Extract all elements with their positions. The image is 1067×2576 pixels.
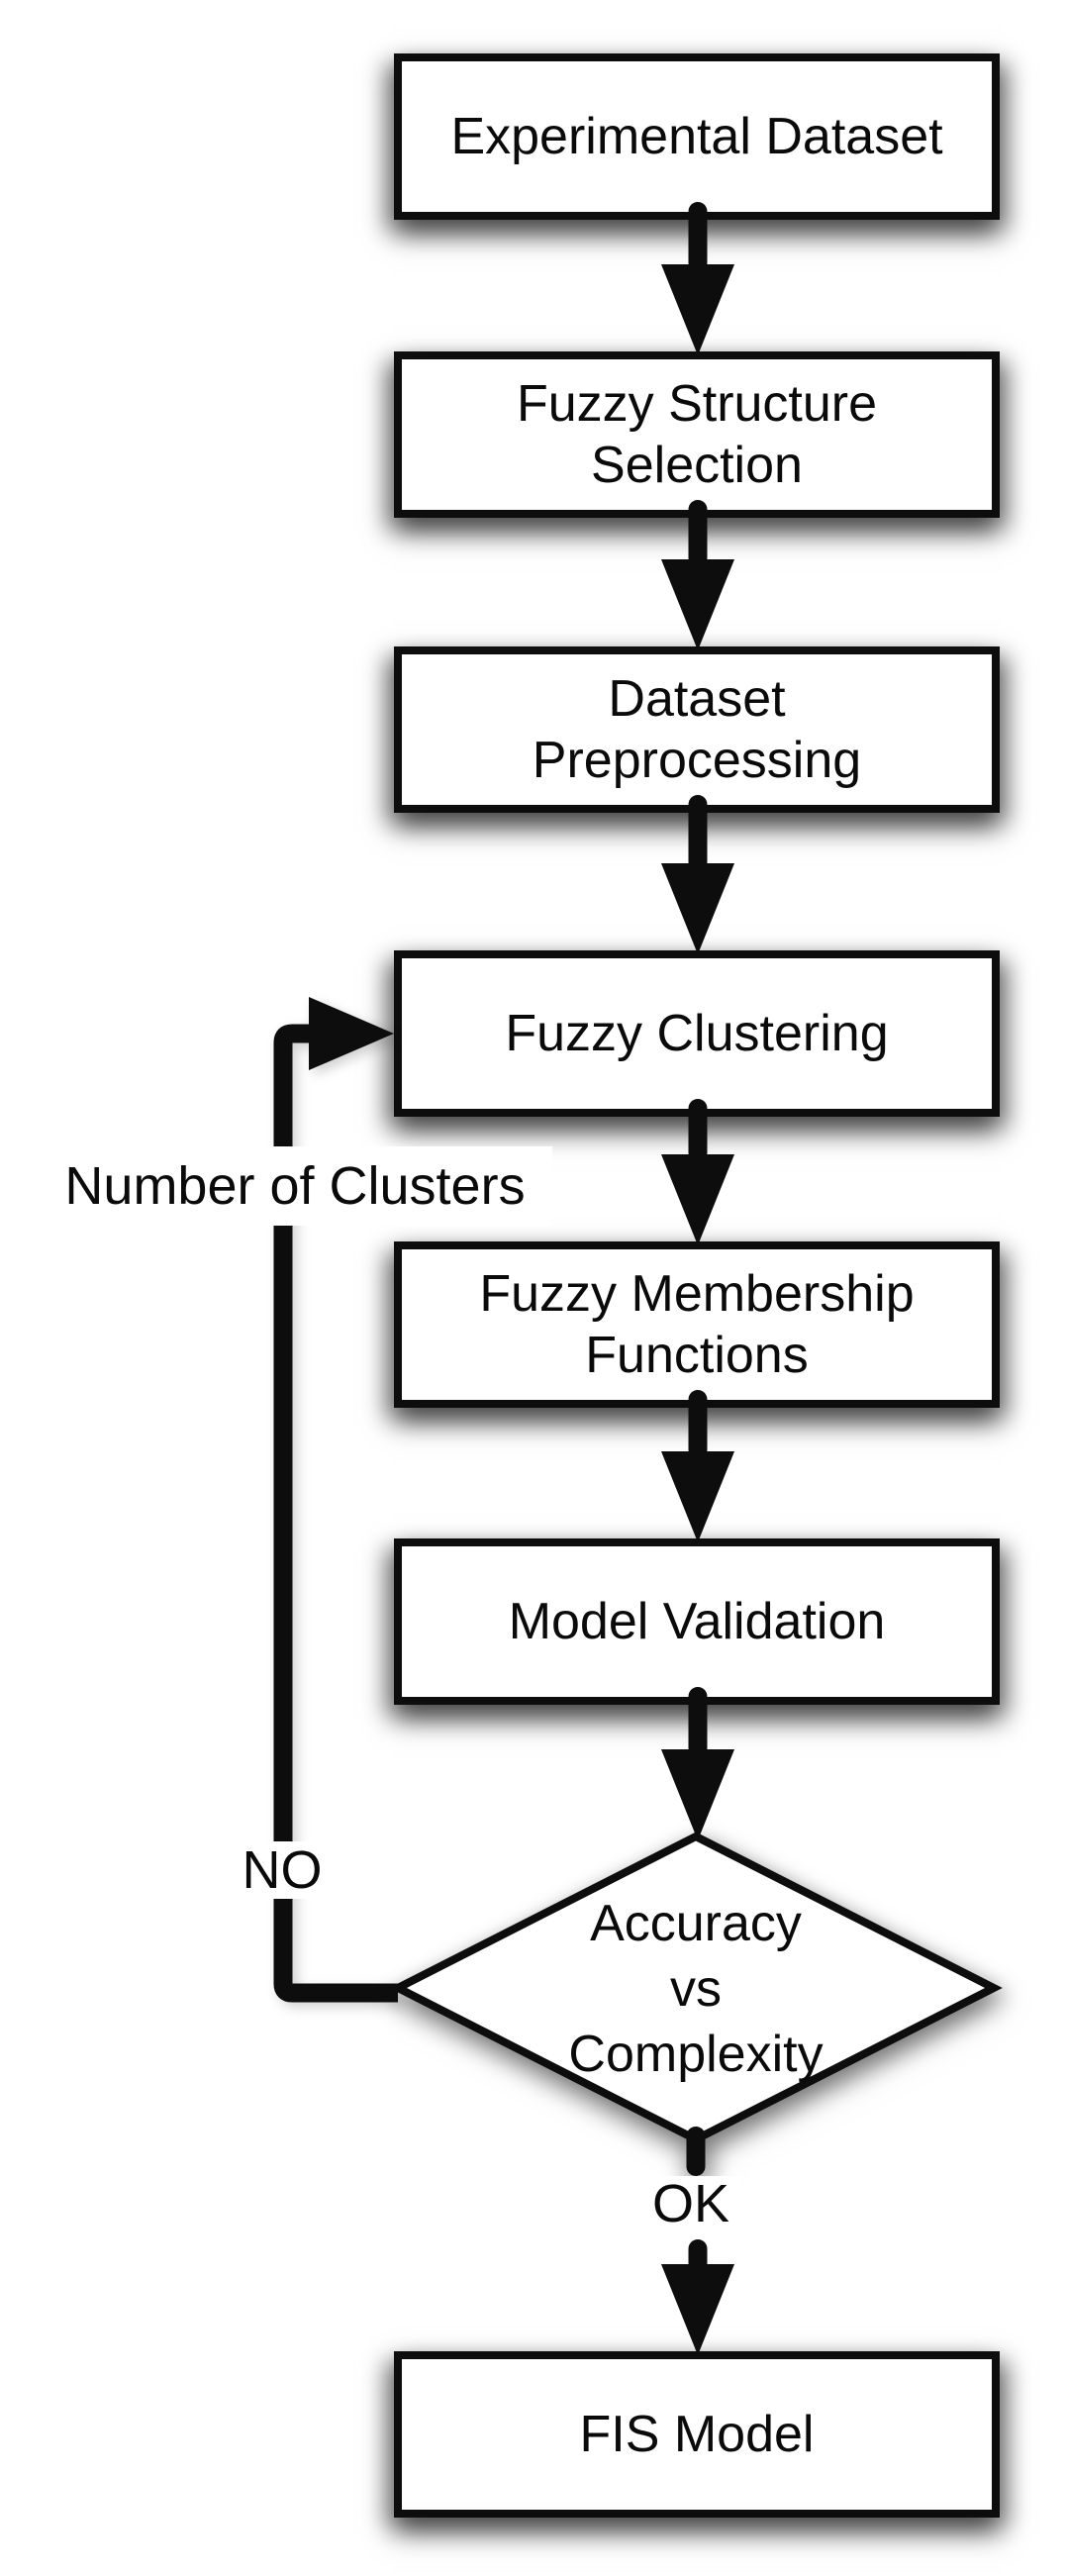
arrow-head-right-icon xyxy=(309,997,394,1070)
node-fis-model: FIS Model xyxy=(394,2351,1000,2518)
arrow-head-down-icon xyxy=(661,1451,734,1542)
edge-label-number-of-clusters: Number of Clusters xyxy=(38,1146,552,1226)
decision-label: Accuracy vs Complexity xyxy=(394,1891,998,2087)
arrow-stem xyxy=(688,1687,708,1757)
arrow-stem xyxy=(688,2239,708,2272)
feedback-arrow xyxy=(273,997,398,2003)
flow-arrow-5 xyxy=(661,1390,734,1542)
node-label: Fuzzy Structure xyxy=(516,375,878,433)
node-label: Dataset xyxy=(608,670,786,728)
flow-arrow-7 xyxy=(661,2239,734,2355)
node-label: Fuzzy Membership xyxy=(479,1265,915,1323)
arrow-head-down-icon xyxy=(661,559,734,650)
arrow-stem xyxy=(688,500,708,567)
flow-arrow-4 xyxy=(661,1099,734,1245)
node-label: Experimental Dataset xyxy=(450,108,943,165)
node-experimental-dataset: Experimental Dataset xyxy=(394,53,1000,220)
decision-label-line: Accuracy xyxy=(590,1895,802,1952)
decision-label-line: Complexity xyxy=(568,2026,824,2083)
node-fuzzy-clustering: Fuzzy Clustering xyxy=(394,950,1000,1117)
arrow-stem xyxy=(688,1099,708,1162)
edge-label-text: NO xyxy=(242,1840,323,1900)
arrow-stem xyxy=(688,795,708,871)
node-label: Functions xyxy=(585,1327,809,1384)
flow-arrow-2 xyxy=(661,500,734,650)
node-dataset-preprocessing: Dataset Preprocessing xyxy=(394,646,1000,813)
decision-label-line: vs xyxy=(670,1960,722,2018)
arrow-head-down-icon xyxy=(661,1154,734,1245)
node-label: Model Validation xyxy=(508,1593,886,1650)
edge-label-text: OK xyxy=(651,2174,730,2233)
edge-label-no: NO xyxy=(238,1840,327,1900)
flow-arrow-6 xyxy=(661,1687,734,1840)
feedback-line xyxy=(273,1024,398,2003)
flow-arrow-1 xyxy=(661,202,734,355)
node-model-validation: Model Validation xyxy=(394,1538,1000,1705)
arrow-head-down-icon xyxy=(661,264,734,355)
arrow-head-down-icon xyxy=(661,2264,734,2355)
flow-arrow-3 xyxy=(661,795,734,954)
node-label: Preprocessing xyxy=(532,732,862,789)
arrow-head-down-icon xyxy=(661,863,734,954)
node-label: FIS Model xyxy=(579,2406,815,2463)
edge-label-ok: OK xyxy=(641,2174,740,2233)
node-label: Fuzzy Clustering xyxy=(505,1005,889,1062)
arrow-head-down-icon xyxy=(661,1749,734,1840)
decision-accuracy-vs-complexity xyxy=(389,1832,1003,2176)
arrow-stem xyxy=(688,1390,708,1459)
edge-label-text: Number of Clusters xyxy=(64,1156,526,1216)
node-fuzzy-structure-selection: Fuzzy Structure Selection xyxy=(394,351,1000,518)
node-label: Selection xyxy=(591,437,803,494)
node-fuzzy-membership-functions: Fuzzy Membership Functions xyxy=(394,1241,1000,1408)
decision-exit-stub xyxy=(686,2127,706,2176)
arrow-stem xyxy=(688,202,708,272)
